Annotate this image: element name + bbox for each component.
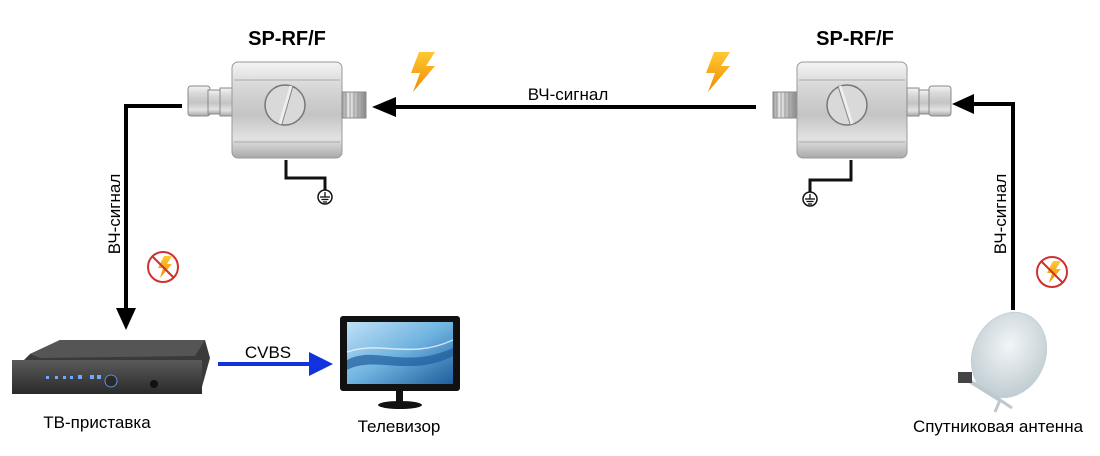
threaded-port-icon bbox=[772, 91, 798, 119]
lightning-icon bbox=[411, 52, 435, 92]
arrow-left-icon bbox=[372, 97, 396, 117]
arrow-right-icon bbox=[309, 352, 333, 376]
arrow-left-icon bbox=[952, 94, 974, 114]
antenna-label: Спутниковая антенна bbox=[913, 417, 1084, 436]
rf-signal-arrow-left: ВЧ-сигнал bbox=[105, 104, 182, 330]
no-lightning-icon bbox=[147, 251, 179, 283]
settop-box-device: ТВ-приставка bbox=[12, 340, 210, 432]
satellite-antenna-device: Спутниковая антенна bbox=[913, 311, 1084, 436]
protector-left-label: SP-RF/F bbox=[248, 28, 326, 50]
settop-box-label: ТВ-приставка bbox=[43, 413, 151, 432]
rf-signal-label-left: ВЧ-сигнал bbox=[105, 174, 124, 255]
screw-icon bbox=[826, 84, 868, 126]
no-lightning-icon bbox=[1036, 256, 1068, 288]
rf-signal-label-top: ВЧ-сигнал bbox=[528, 85, 609, 104]
surge-protector-right: SP-RF/F bbox=[772, 28, 952, 207]
f-connector-icon bbox=[187, 85, 233, 117]
rf-signal-arrow-top: ВЧ-сигнал bbox=[372, 85, 756, 117]
lnb-icon bbox=[958, 372, 972, 383]
ground-symbol-icon bbox=[802, 160, 853, 207]
cvbs-arrow: CVBS bbox=[218, 343, 333, 376]
protector-right-label: SP-RF/F bbox=[816, 28, 894, 50]
surge-protector-left: SP-RF/F bbox=[187, 28, 367, 205]
threaded-port-icon bbox=[341, 91, 367, 119]
tv-label: Телевизор bbox=[358, 417, 441, 436]
lightning-icon bbox=[706, 52, 730, 92]
rf-signal-arrow-right: ВЧ-сигнал bbox=[952, 94, 1015, 310]
ground-symbol-icon bbox=[284, 160, 333, 205]
arrow-down-icon bbox=[116, 308, 136, 330]
f-connector-icon bbox=[906, 85, 952, 117]
rf-signal-label-right: ВЧ-сигнал bbox=[991, 174, 1010, 255]
screw-icon bbox=[264, 84, 306, 126]
television-device: Телевизор bbox=[340, 316, 460, 436]
cvbs-label: CVBS bbox=[245, 343, 291, 362]
